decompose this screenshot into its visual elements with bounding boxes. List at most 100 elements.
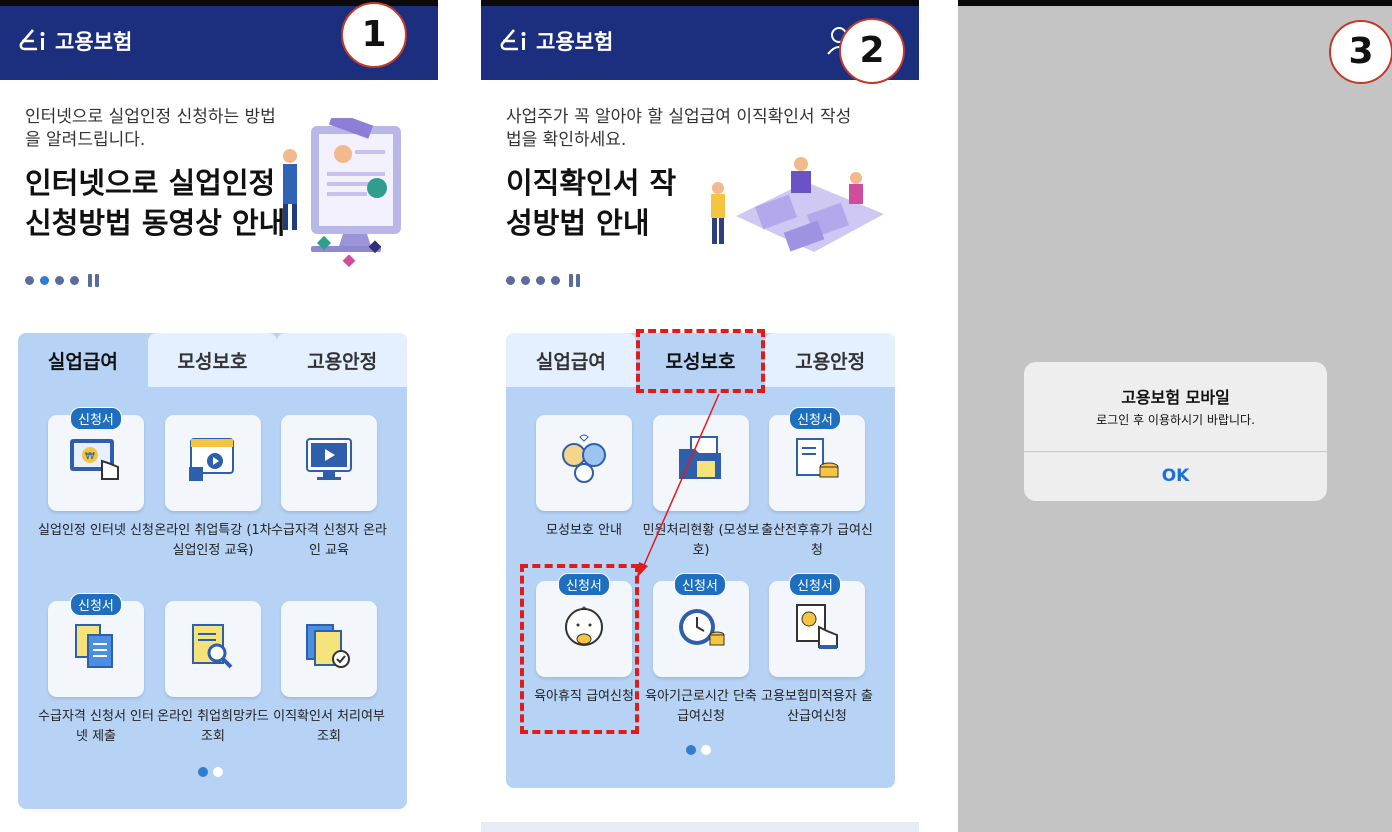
application-badge: 신청서: [789, 573, 841, 596]
tab-unemployment[interactable]: 실업급여: [18, 333, 148, 387]
page-dot-active[interactable]: [198, 767, 208, 777]
document-coins-icon: [796, 438, 839, 478]
app-header: 고용보험 2: [481, 6, 919, 84]
tab-maternity[interactable]: 모성보호: [147, 333, 278, 387]
carousel-indicator[interactable]: [25, 274, 99, 287]
service-tile-unemployment-recognition[interactable]: ₩: [48, 415, 144, 511]
service-tile-maternity-guide[interactable]: [536, 415, 632, 511]
pause-icon[interactable]: [569, 274, 580, 287]
folder-document-icon: [679, 436, 721, 479]
item-label: 실업인정 인터넷 신청: [38, 523, 154, 538]
status-bar: [958, 0, 1392, 6]
service-tile-childcare-leave[interactable]: [536, 581, 632, 677]
item-label: 온라인 취업희망카드 조회: [157, 709, 269, 744]
item-label: 수급자격 신청자 온라인 교육: [271, 523, 387, 558]
item-label: 수급자격 신청서 인터넷 제출: [38, 709, 154, 744]
service-card: 실업급여 모성보호 고용안정 ₩ 신청서 실업인정 인터넷 신청: [18, 333, 407, 809]
browser-play-icon: [189, 438, 234, 481]
family-icon: [562, 434, 606, 483]
item-label: 고용보험미적용자 출산급여신청: [761, 689, 873, 724]
app-name: 고용보험: [536, 30, 614, 54]
status-bar: [0, 0, 438, 6]
screen-2: 고용보험 2 사업주가 꼭 알아야 할 실업급여 이직확인서 작성법을 확인하세…: [481, 0, 919, 832]
documents-icon: [75, 624, 113, 668]
next-section-edge: [481, 822, 919, 832]
service-tile-reduced-hours[interactable]: [653, 581, 749, 677]
service-tile-separation-check[interactable]: [281, 601, 377, 697]
svg-text:₩: ₩: [85, 451, 95, 462]
service-card: 실업급여 모성보호 고용안정 신청서 모성보호 안내 민원처리현황 (모성보호: [506, 333, 895, 788]
highlight-box-childcare-leave: [520, 564, 639, 734]
step-marker-2: 2: [839, 18, 905, 84]
service-tabs: 실업급여 모성보호 고용안정: [506, 333, 895, 387]
pause-icon[interactable]: [88, 274, 99, 287]
carousel-dot-active[interactable]: [40, 276, 49, 285]
arrow-icon: [637, 393, 720, 578]
item-label: 민원처리현황 (모성보호): [642, 523, 760, 558]
dialog-message: 로그인 후 이용하시기 바랍니다.: [1096, 413, 1255, 427]
ei-logo-icon: [500, 29, 526, 51]
promo-subtitle: 사업주가 꼭 알아야 할 실업급여 이직확인서 작성법을 확인하세요.: [506, 107, 852, 150]
alert-dialog: 고용보험 모바일 로그인 후 이용하시기 바랍니다. OK: [1024, 362, 1327, 501]
page-dot-active[interactable]: [686, 745, 696, 755]
application-badge: 신청서: [558, 573, 610, 596]
service-tile-online-lecture[interactable]: [165, 415, 261, 511]
service-tile-maternity-leave[interactable]: [769, 415, 865, 511]
screen-3: 3 고용보험 모바일 로그인 후 이용하시기 바랍니다. OK: [958, 0, 1392, 832]
ei-logo-icon: [19, 29, 45, 51]
item-label: 모성보호 안내: [546, 523, 622, 538]
document-people-illustration-icon: [711, 157, 884, 252]
application-badge: 신청서: [674, 573, 726, 596]
tab-employment-stability[interactable]: 고용안정: [277, 333, 407, 387]
application-badge: 신청서: [789, 407, 841, 430]
promo-title[interactable]: 이직확인서 작성방법 안내: [506, 166, 677, 240]
service-tile-eligibility-submit[interactable]: [48, 601, 144, 697]
carousel-dot[interactable]: [536, 276, 545, 285]
status-bar: [481, 0, 919, 6]
service-tile-online-education[interactable]: [281, 415, 377, 511]
page-dot[interactable]: [701, 745, 711, 755]
item-label: 온라인 취업특강 (1차 실업인정 교육): [154, 523, 272, 558]
service-tile-hope-card[interactable]: [165, 601, 261, 697]
document-check-icon: [306, 624, 350, 668]
page-dot[interactable]: [213, 767, 223, 777]
carousel-indicator[interactable]: [506, 274, 580, 287]
app-header: 고용보험 1: [0, 2, 438, 80]
document-search-icon: [192, 624, 233, 669]
item-label: 육아기근로시간 단축급여신청: [645, 689, 757, 724]
document-hand-icon: [796, 604, 838, 649]
item-label: 이직확인서 처리여부 조회: [273, 709, 385, 744]
step-marker-3: 3: [1329, 20, 1392, 84]
carousel-dot[interactable]: [55, 276, 64, 285]
tab-unemployment[interactable]: 실업급여: [506, 333, 636, 387]
tab-employment-stability[interactable]: 고용안정: [765, 333, 895, 387]
service-tabs: 실업급여 모성보호 고용안정: [18, 333, 407, 387]
page-indicator[interactable]: [198, 767, 223, 777]
promo-subtitle: 인터넷으로 실업인정 신청하는 방법을 알려드립니다.: [25, 107, 276, 150]
service-tile-uninsured-maternity[interactable]: [769, 581, 865, 677]
carousel-dot[interactable]: [521, 276, 530, 285]
item-label: 육아휴직 급여신청: [534, 689, 634, 704]
app-logo[interactable]: 고용보험: [17, 26, 132, 56]
ok-button[interactable]: OK: [1161, 466, 1190, 486]
tab-maternity[interactable]: 모성보호: [635, 333, 766, 387]
promo-title[interactable]: 인터넷으로 실업인정 신청방법 동영상 안내: [25, 166, 286, 240]
carousel-dot[interactable]: [506, 276, 515, 285]
baby-icon: [565, 606, 603, 646]
dialog-title: 고용보험 모바일: [1121, 388, 1230, 407]
carousel-dot[interactable]: [70, 276, 79, 285]
app-logo[interactable]: 고용보험: [498, 26, 613, 56]
application-badge: 신청서: [70, 407, 122, 430]
resume-illustration-icon: [283, 118, 401, 268]
carousel-dot[interactable]: [25, 276, 34, 285]
monitor-payment-icon: ₩: [70, 439, 119, 480]
monitor-play-icon: [306, 438, 352, 480]
clock-coins-icon: [679, 609, 725, 646]
step-marker-1: 1: [341, 2, 407, 68]
carousel-dot[interactable]: [551, 276, 560, 285]
item-label: 출산전후휴가 급여신청: [761, 523, 873, 558]
app-name: 고용보험: [55, 30, 133, 54]
service-tile-civil-status[interactable]: [653, 415, 749, 511]
application-badge: 신청서: [70, 593, 122, 616]
page-indicator[interactable]: [686, 745, 711, 755]
